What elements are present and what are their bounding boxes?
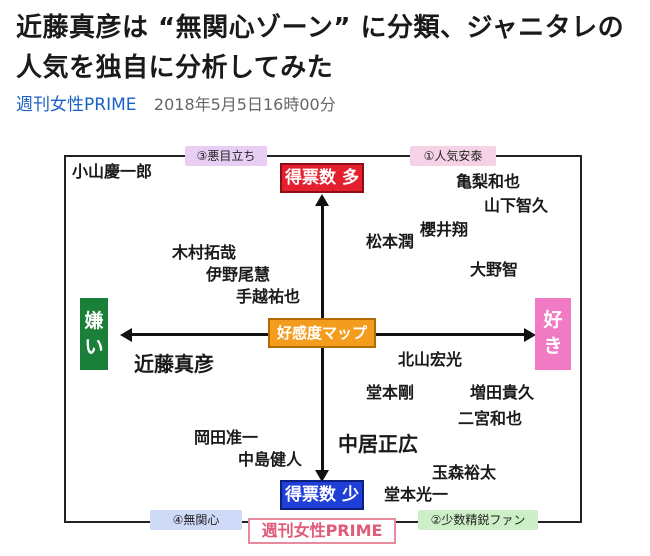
quadrant-label-bottom-left: ④無関心: [150, 510, 242, 530]
name-koyama: 小山慶一郎: [72, 162, 153, 181]
name-ninomiya: 二宮和也: [458, 409, 523, 428]
quadrant-label-bottom-right: ②少数精鋭ファン: [418, 510, 538, 530]
watermark-logo: 週刊女性PRIME: [248, 518, 396, 544]
source-link[interactable]: 週刊女性PRIME: [16, 95, 137, 115]
name-domoto-koichi: 堂本光一: [384, 485, 449, 504]
axis-label-bottom: 得票数 少: [280, 480, 364, 510]
name-kitayama: 北山宏光: [398, 350, 463, 369]
name-sakurai: 櫻井翔: [420, 220, 469, 239]
axis-label-top: 得票数 多: [280, 163, 364, 193]
article-headline: 近藤真彦は “無関心ゾーン” に分類、ジャニタレの人気を独自に分析してみた: [16, 13, 625, 83]
name-tamamori: 玉森裕太: [432, 463, 497, 482]
publish-date: 2018年5月5日16時00分: [153, 95, 336, 114]
name-masuda: 増田貴久: [470, 383, 535, 402]
name-matsumoto: 松本潤: [366, 232, 415, 251]
name-ino: 伊野尾慧: [206, 265, 271, 284]
name-okada: 岡田准一: [194, 428, 259, 447]
map-center-label: 好感度マップ: [268, 318, 376, 348]
name-kondo: 近藤真彦: [134, 352, 214, 376]
name-nakajima: 中島健人: [238, 450, 303, 469]
name-nakai: 中居正広: [338, 432, 418, 456]
name-yamashita: 山下智久: [484, 196, 549, 215]
arrow-up-icon: [315, 194, 329, 206]
arrow-right-icon: [524, 328, 536, 342]
quadrant-label-top-left: ③悪目立ち: [185, 146, 267, 166]
axis-label-right: 好き: [535, 298, 571, 370]
quadrant-label-top-right: ①人気安泰: [410, 146, 496, 166]
name-domoto-tsuyoshi: 堂本剛: [366, 383, 415, 402]
axis-label-left: 嫌い: [80, 298, 108, 370]
name-kimura: 木村拓哉: [172, 243, 237, 262]
article-meta: 週刊女性PRIME 2018年5月5日16時00分: [16, 92, 336, 118]
name-kamenashi: 亀梨和也: [456, 172, 521, 191]
arrow-left-icon: [120, 328, 132, 342]
name-tegoshi: 手越祐也: [236, 287, 301, 306]
name-ohno: 大野智: [470, 260, 519, 279]
arrow-down-icon: [315, 470, 329, 482]
